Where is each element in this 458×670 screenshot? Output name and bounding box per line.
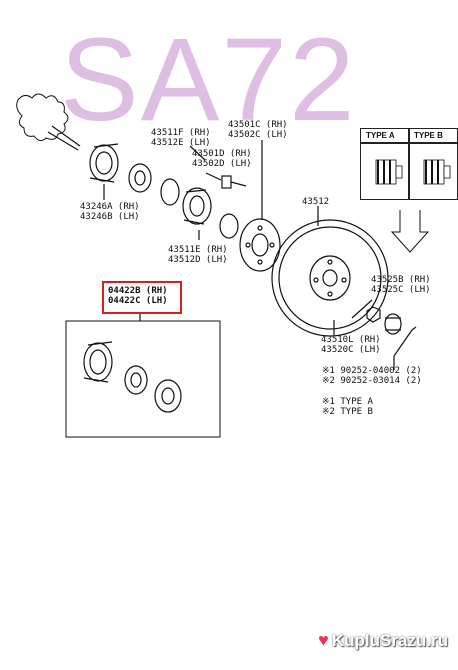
- label-43511e: 43511E (RH): [168, 245, 228, 255]
- label-04422c: 04422C (LH): [108, 296, 168, 306]
- bearing-inner-icon: [128, 163, 152, 193]
- label-04422b: 04422B (RH): [108, 286, 168, 296]
- label-43525b-43525c: 43525B (RH) 43525C (LH): [371, 275, 431, 295]
- label-43246a: 43246A (RH): [80, 202, 140, 212]
- label-90252-03014: ※2 90252-03014 (2): [322, 376, 422, 386]
- type-b-header: TYPE B: [414, 131, 443, 140]
- arrow-down-icon: [390, 210, 430, 253]
- kit-bearing-outer-icon: [154, 379, 182, 413]
- type-notes: ※1 TYPE A ※2 TYPE B: [322, 397, 373, 417]
- label-43502c: 43502C (LH): [228, 130, 288, 140]
- type-table-header-line: [360, 142, 458, 144]
- watermark-text: SA72: [60, 14, 357, 146]
- type-a-header: TYPE A: [366, 131, 395, 140]
- inner-seal-icon: [219, 213, 239, 239]
- label-43501c-43502c: 43501C (RH) 43502C (LH): [228, 120, 288, 140]
- heart-icon: ♥: [318, 630, 329, 650]
- note-type-b: ※2 TYPE B: [322, 407, 373, 417]
- label-43525c: 43525C (LH): [371, 285, 431, 295]
- hub-bolt-icon: [221, 175, 247, 189]
- axle-hub-icon: [239, 218, 281, 272]
- label-43520c: 43520C (LH): [321, 345, 381, 355]
- snap-ring-icon: [160, 178, 180, 206]
- label-43511f: 43511F (RH): [151, 128, 211, 138]
- oil-seal-icon: [89, 143, 119, 183]
- label-43511f-43512e: 43511F (RH) 43512E (LH): [151, 128, 211, 148]
- label-43501c: 43501C (RH): [228, 120, 288, 130]
- label-43511e-43512d: 43511E (RH) 43512D (LH): [168, 245, 228, 265]
- label-43525b: 43525B (RH): [371, 275, 431, 285]
- label-43512e: 43512E (LH): [151, 138, 211, 148]
- label-43501d: 43501D (RH): [192, 149, 252, 159]
- label-90252-04002: ※1 90252-04002 (2): [322, 366, 422, 376]
- lock-cap-icon: [384, 313, 402, 335]
- type-b-nut-icon: [423, 159, 451, 185]
- label-43501d-43502d: 43501D (RH) 43502D (LH): [192, 149, 252, 169]
- type-table-divider: [408, 128, 410, 200]
- hub-nut-icon: [366, 306, 381, 323]
- note-type-a: ※1 TYPE A: [322, 397, 373, 407]
- label-43502d: 43502D (LH): [192, 159, 252, 169]
- label-43512-text: 43512: [302, 197, 330, 207]
- cotter-pin-icon: [393, 326, 417, 357]
- bearing-outer-icon: [182, 187, 212, 225]
- type-a-nut-icon: [375, 159, 403, 185]
- brand-logo[interactable]: ♥KupluSrazu.ru: [318, 630, 448, 651]
- label-43510l: 43510L (RH): [321, 335, 381, 345]
- grease-cloud-icon: [16, 93, 69, 142]
- kit-seal-icon: [83, 341, 113, 383]
- label-43512: 43512: [302, 197, 329, 207]
- highlight-box: [102, 281, 182, 314]
- label-43510l-43520c: 43510L (RH) 43520C (LH): [321, 335, 381, 355]
- label-90252: ※1 90252-04002 (2) ※2 90252-03014 (2): [322, 366, 422, 386]
- brand-name: KupluSrazu.ru: [331, 631, 448, 650]
- kit-bearing-inner-icon: [124, 365, 148, 395]
- label-43246b: 43246B (LH): [80, 212, 140, 222]
- label-43246a-43246b: 43246A (RH) 43246B (LH): [80, 202, 140, 222]
- disc-rotor-icon: [271, 219, 389, 337]
- label-04422b-04422c: 04422B (RH) 04422C (LH): [108, 286, 168, 306]
- label-43512d: 43512D (LH): [168, 255, 228, 265]
- kit-frame: [65, 320, 221, 438]
